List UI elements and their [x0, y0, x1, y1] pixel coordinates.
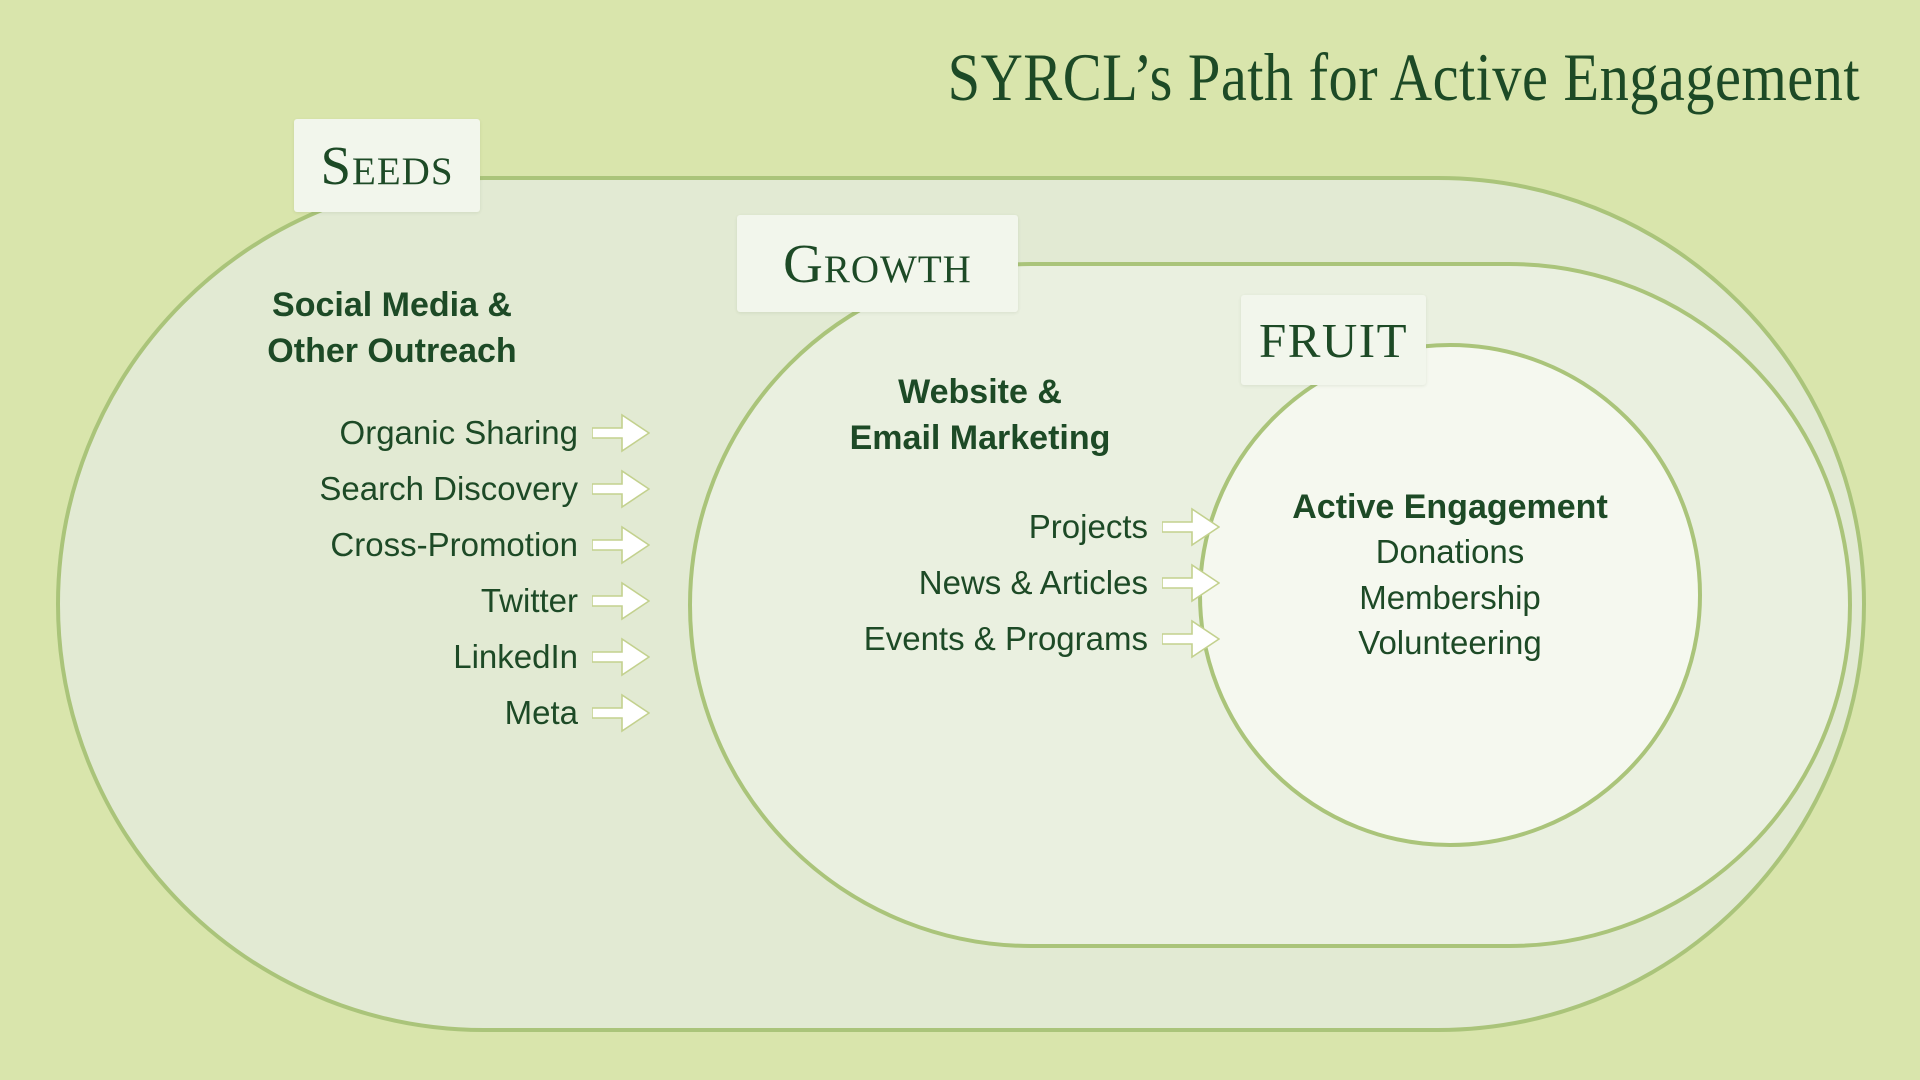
right-arrow-icon [592, 413, 650, 453]
list-item[interactable]: Twitter [190, 573, 650, 629]
seeds-heading-line-2: Other Outreach [267, 331, 517, 370]
seeds-heading-line-1: Social Media & [272, 286, 512, 324]
fruit-heading: Active Engagement [1292, 488, 1608, 526]
growth-item-label: News & Articles [918, 563, 1148, 601]
right-arrow-icon [592, 525, 650, 565]
stage-label-seeds: Seeds [294, 119, 480, 212]
right-arrow-icon [1162, 507, 1220, 547]
stage-label-growth: Growth [737, 215, 1018, 312]
list-item[interactable]: Search Discovery [190, 461, 650, 517]
page-title: SYRCL’s Path for Active Engagement [947, 39, 1860, 115]
growth-item-label: Events & Programs [863, 619, 1148, 657]
seeds-content-column: Social Media & Other Outreach Organic Sh… [190, 283, 650, 741]
list-item[interactable]: Meta [190, 685, 650, 741]
list-item[interactable]: News & Articles [740, 555, 1220, 611]
seeds-item-label: Meta [504, 693, 578, 731]
list-item[interactable]: Donations [1375, 533, 1525, 571]
right-arrow-icon [1162, 563, 1220, 603]
seeds-item-label: Search Discovery [319, 469, 578, 507]
right-arrow-icon [592, 581, 650, 621]
fruit-content-column: Active Engagement Donations Membership V… [1230, 485, 1670, 666]
list-item[interactable]: Projects [740, 499, 1220, 555]
seeds-heading: Social Media & Other Outreach [206, 283, 578, 375]
seeds-item-label: Cross-Promotion [330, 525, 578, 563]
list-item[interactable]: Cross-Promotion [190, 517, 650, 573]
stage-label-fruit-text: FRUIT [1258, 312, 1409, 368]
stage-label-growth-text: Growth [783, 233, 972, 294]
growth-heading: Website & Email Marketing [770, 370, 1190, 462]
seeds-item-label: Organic Sharing [339, 413, 578, 451]
stage-label-seeds-text: Seeds [320, 135, 454, 196]
growth-heading-line-1: Website & [898, 373, 1062, 411]
list-item[interactable]: Events & Programs [740, 611, 1220, 667]
growth-heading-line-2: Email Marketing [849, 418, 1111, 457]
right-arrow-icon [592, 637, 650, 677]
seeds-item-label: Twitter [480, 581, 578, 619]
list-item[interactable]: LinkedIn [190, 629, 650, 685]
seeds-item-label: LinkedIn [453, 637, 578, 675]
growth-item-label: Projects [1028, 507, 1148, 545]
right-arrow-icon [592, 469, 650, 509]
right-arrow-icon [1162, 619, 1220, 659]
stage-label-fruit: FRUIT [1241, 295, 1426, 385]
list-item[interactable]: Volunteering [1358, 624, 1542, 662]
growth-content-column: Website & Email Marketing Projects News … [740, 370, 1220, 667]
list-item[interactable]: Organic Sharing [190, 405, 650, 461]
list-item[interactable]: Membership [1359, 578, 1541, 616]
right-arrow-icon [592, 693, 650, 733]
